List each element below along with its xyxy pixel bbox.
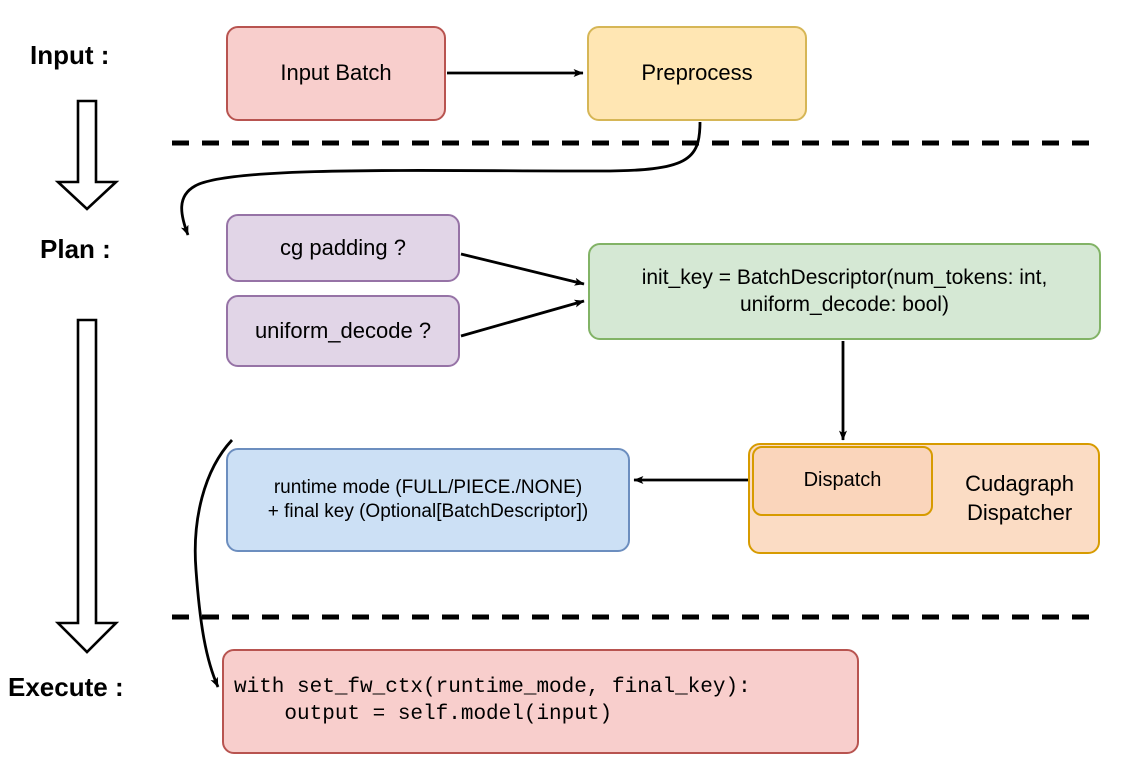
node-execute-code[interactable]: with set_fw_ctx(runtime_mode, final_key)…	[222, 649, 859, 754]
edge-cg-padding-to-init-key	[460, 252, 585, 286]
edge-preprocess-to-cg-padding	[180, 121, 702, 236]
node-preprocess[interactable]: Preprocess	[587, 26, 807, 121]
node-cg-padding[interactable]: cg padding ?	[226, 214, 460, 282]
plan-to-execute-arrow	[54, 318, 120, 654]
stage-label-plan: Plan :	[40, 234, 111, 264]
edge-runtime-mode-to-execute-code	[193, 439, 234, 688]
stage-label-execute: Execute :	[8, 672, 124, 702]
node-init-key[interactable]: init_key = BatchDescriptor(num_tokens: i…	[588, 243, 1101, 340]
node-uniform-decode[interactable]: uniform_decode ?	[226, 295, 460, 367]
node-dispatch[interactable]: Dispatch	[752, 446, 933, 516]
node-input-batch[interactable]: Input Batch	[226, 26, 446, 121]
input-to-plan-arrow	[54, 99, 120, 211]
node-runtime-mode[interactable]: runtime mode (FULL/PIECE./NONE) + final …	[226, 448, 630, 552]
stage-label-input: Input :	[30, 40, 110, 70]
edge-uniform-decode-to-init-key	[460, 299, 585, 338]
